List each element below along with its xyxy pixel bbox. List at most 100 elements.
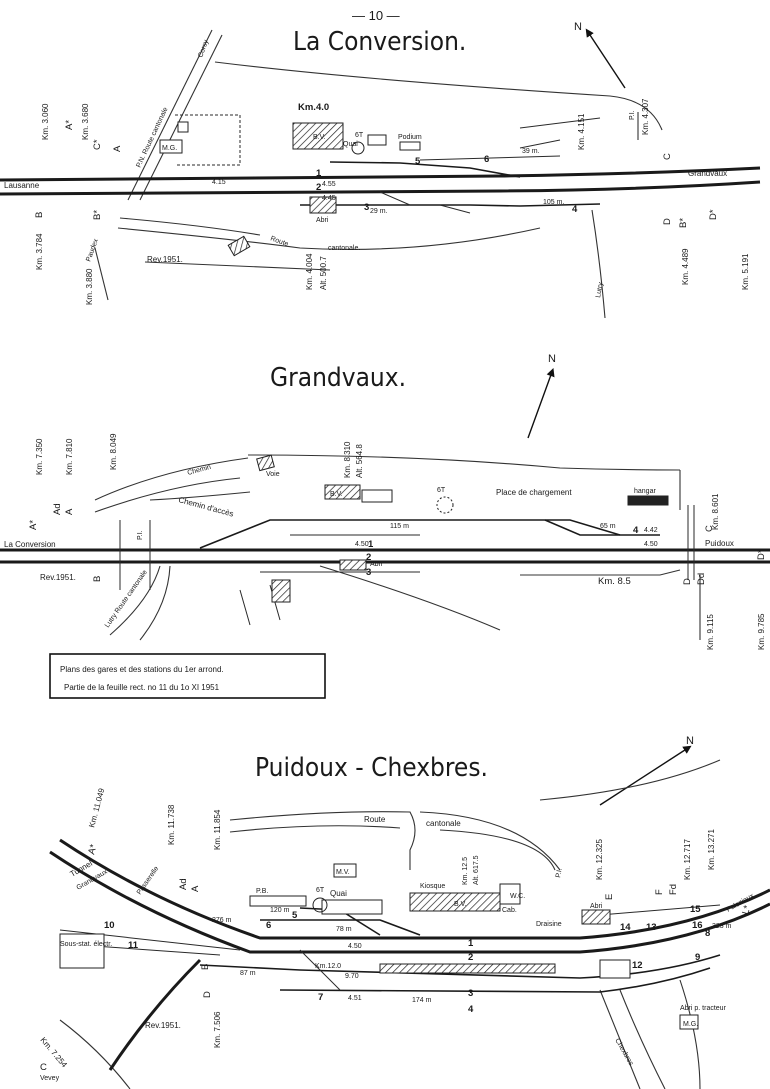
svg-text:Km. 8.5: Km. 8.5 <box>598 576 631 587</box>
svg-text:2: 2 <box>366 552 371 563</box>
svg-text:Km. 11.854: Km. 11.854 <box>213 809 222 850</box>
svg-text:10: 10 <box>104 920 115 931</box>
svg-text:Km. 3.784: Km. 3.784 <box>35 233 44 270</box>
svg-text:Fd: Fd <box>668 884 679 895</box>
plan3-buildings <box>59 863 699 1030</box>
svg-text:E: E <box>604 894 615 900</box>
svg-text:3: 3 <box>364 202 369 213</box>
svg-text:Puidoux: Puidoux <box>705 539 734 548</box>
svg-text:Abri: Abri <box>316 217 329 224</box>
svg-text:B.V.: B.V. <box>330 491 343 498</box>
svg-text:Km. 7.350: Km. 7.350 <box>35 438 44 475</box>
svg-text:A: A <box>64 508 75 515</box>
svg-text:Km. 9.115: Km. 9.115 <box>706 614 715 650</box>
plan-la-conversion: La Conversion. N <box>0 21 761 319</box>
svg-text:Km. 3.880: Km. 3.880 <box>85 268 94 305</box>
svg-text:Podium: Podium <box>398 134 422 141</box>
svg-text:Km. 8.601: Km. 8.601 <box>711 493 720 530</box>
svg-text:Grandvaux: Grandvaux <box>688 169 727 178</box>
svg-text:2: 2 <box>316 182 321 193</box>
svg-text:4.50: 4.50 <box>348 943 362 950</box>
svg-text:M.G.: M.G. <box>683 1021 698 1028</box>
svg-text:Alt. 617.5: Alt. 617.5 <box>473 855 480 885</box>
plan1-north-arrow: N <box>574 21 626 89</box>
svg-text:6: 6 <box>266 920 271 931</box>
svg-text:Chemin d'accès: Chemin d'accès <box>177 495 234 518</box>
svg-text:C: C <box>40 1062 47 1073</box>
svg-text:cantonale.: cantonale. <box>328 245 360 252</box>
svg-text:78 m: 78 m <box>336 926 352 933</box>
svg-text:1: 1 <box>468 938 474 949</box>
svg-text:Km. 3.680: Km. 3.680 <box>81 103 90 140</box>
note-box: Plans des gares et des stations du 1er a… <box>49 653 326 699</box>
plan1-roads <box>94 29 663 319</box>
plan-puidoux-chexbres: Puidoux - Chexbres. N <box>38 735 770 1089</box>
plan2-buildings <box>256 454 669 603</box>
svg-text:7: 7 <box>318 992 323 1003</box>
svg-text:W.C.: W.C. <box>510 893 525 900</box>
svg-text:16: 16 <box>692 920 703 931</box>
svg-text:Rev.1951.: Rev.1951. <box>40 573 76 582</box>
svg-text:Sous-stat. électr.: Sous-stat. électr. <box>60 941 112 948</box>
svg-text:105 m.: 105 m. <box>543 199 564 206</box>
svg-text:4: 4 <box>633 525 639 536</box>
svg-text:Cab.: Cab. <box>502 907 517 914</box>
svg-text:Km. 3.060: Km. 3.060 <box>41 103 50 140</box>
svg-text:Rev.1951.: Rev.1951. <box>145 1021 181 1030</box>
svg-text:P.I.: P.I. <box>137 530 144 540</box>
plan1-north-label: N <box>574 21 582 33</box>
svg-text:D: D <box>662 218 673 225</box>
svg-text:C: C <box>704 525 715 532</box>
svg-text:D: D <box>202 991 213 998</box>
svg-text:Chemin: Chemin <box>187 464 212 477</box>
svg-text:3: 3 <box>366 567 371 578</box>
note-line2: Partie de la feuille rect. no 11 du 1o X… <box>64 683 220 692</box>
plan1-tracks <box>0 139 761 214</box>
plan1-bv-building <box>292 122 344 150</box>
svg-text:87 m: 87 m <box>240 970 256 977</box>
svg-text:4.55: 4.55 <box>322 181 336 188</box>
svg-text:B: B <box>34 212 45 218</box>
plan2-labels: B.V. Abri 6T La Conversion Puidoux Rev.1… <box>4 433 767 650</box>
svg-text:Km. 11.738: Km. 11.738 <box>167 804 176 845</box>
svg-text:D*: D* <box>756 549 767 560</box>
svg-text:P.I.: P.I. <box>629 110 636 120</box>
svg-text:Km. 12.325: Km. 12.325 <box>595 839 604 880</box>
svg-text:4.42: 4.42 <box>644 527 658 534</box>
svg-text:6T: 6T <box>316 887 325 894</box>
svg-text:Corsy: Corsy <box>197 39 210 59</box>
svg-text:B: B <box>200 964 211 970</box>
svg-text:D*: D* <box>708 209 719 220</box>
svg-text:M.G.: M.G. <box>162 145 177 152</box>
svg-text:Lutry: Lutry <box>595 281 605 298</box>
svg-text:3: 3 <box>468 988 473 999</box>
svg-text:Ad: Ad <box>178 878 189 890</box>
svg-text:6: 6 <box>484 154 489 165</box>
svg-text:Alt. 500.7: Alt. 500.7 <box>319 256 328 290</box>
svg-text:Dd: Dd <box>696 573 707 585</box>
plan3-tracks <box>49 838 770 1071</box>
svg-text:65 m: 65 m <box>600 523 616 530</box>
svg-text:A*: A* <box>86 843 99 856</box>
svg-text:15: 15 <box>690 904 701 915</box>
svg-text:B: B <box>92 576 103 582</box>
svg-text:cantonale: cantonale <box>426 819 461 828</box>
svg-text:Km. 13.271: Km. 13.271 <box>707 829 716 870</box>
svg-text:hangar: hangar <box>634 488 656 495</box>
svg-text:B*: B* <box>678 218 689 228</box>
svg-text:Abri p. tracteur: Abri p. tracteur <box>680 1005 727 1012</box>
svg-text:6T: 6T <box>437 487 446 494</box>
svg-text:Rev.1951.: Rev.1951. <box>147 255 183 264</box>
svg-text:Quai: Quai <box>343 141 358 148</box>
plan3-north-label: N <box>686 735 694 747</box>
note-line1: Plans des gares et des stations du 1er a… <box>60 665 224 674</box>
svg-text:C*: C* <box>92 139 103 150</box>
svg-text:8: 8 <box>705 928 710 939</box>
svg-text:Kiosque: Kiosque <box>420 883 445 890</box>
svg-text:A*: A* <box>28 520 39 530</box>
plan3-roads <box>59 759 721 1089</box>
svg-text:Abri: Abri <box>590 903 603 910</box>
svg-text:Draisine: Draisine <box>536 921 562 928</box>
svg-text:A: A <box>112 145 123 152</box>
